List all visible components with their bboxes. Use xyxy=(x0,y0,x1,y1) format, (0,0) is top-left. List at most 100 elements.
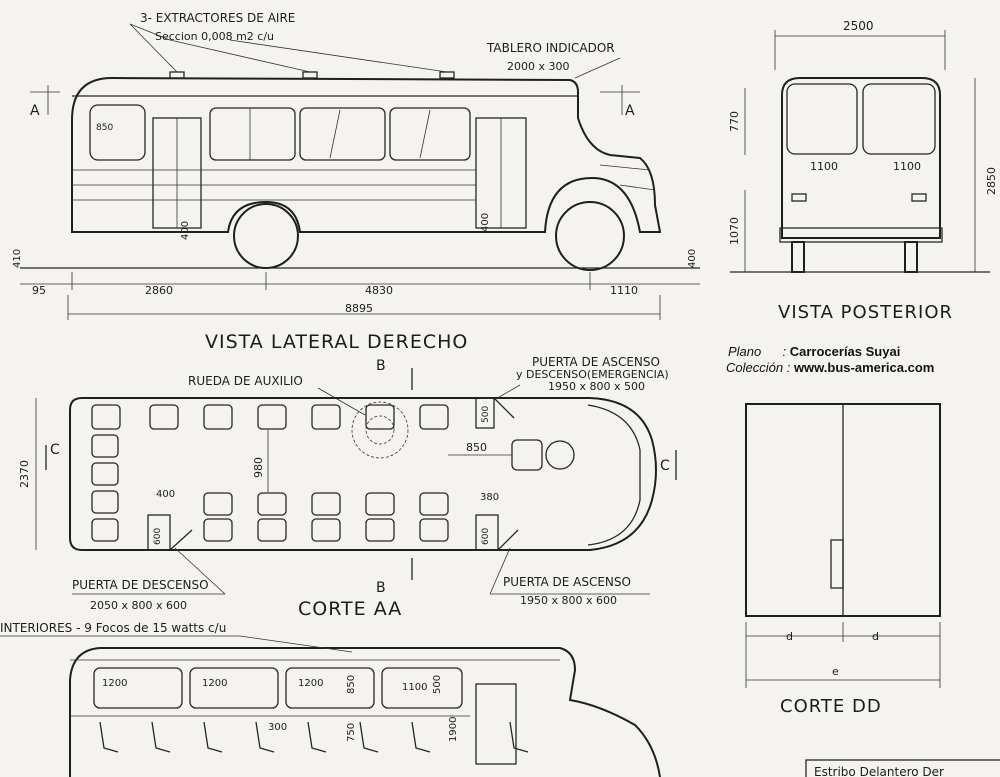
leader-line xyxy=(174,547,226,595)
steering-wheel xyxy=(545,440,575,470)
side-window-2 xyxy=(209,107,296,161)
seat xyxy=(149,404,179,430)
dim-2850: 2850 xyxy=(985,167,998,195)
dim-1900: 1900 xyxy=(448,717,459,742)
emergency-door-plan xyxy=(475,397,495,429)
rear-window-left xyxy=(786,83,858,155)
spare-wheel-hub xyxy=(365,415,395,445)
leader-line xyxy=(574,57,621,79)
door-swing xyxy=(497,529,519,551)
driver-seat xyxy=(511,439,543,471)
side-window-1 xyxy=(89,104,146,161)
seat xyxy=(365,518,395,542)
coleccion-label: Colección : xyxy=(726,360,791,375)
leader-line xyxy=(489,547,511,595)
dim-95: 95 xyxy=(32,284,46,297)
label-emergencia-3: 1950 x 800 x 500 xyxy=(548,380,645,393)
rear-view-title: VISTA POSTERIOR xyxy=(778,302,953,323)
dim-2500: 2500 xyxy=(843,19,874,33)
leader-line xyxy=(493,384,521,401)
seat xyxy=(257,492,287,516)
front-door-plan xyxy=(475,514,499,551)
seat xyxy=(91,518,119,542)
side-view-title: VISTA LATERAL DERECHO xyxy=(205,331,468,353)
rear-door-plan xyxy=(147,514,171,551)
dim-980: 980 xyxy=(252,457,265,478)
credit-coleccion: Colección : www.bus-america.com xyxy=(726,360,934,375)
plan-view: RUEDA DE AUXILIO PUERTA DE ASCENSO y DES… xyxy=(18,355,677,620)
extractor-vent xyxy=(169,71,185,79)
interior-seat xyxy=(255,721,275,753)
coleccion-link[interactable]: www.bus-america.com xyxy=(793,360,935,375)
interior-window-4 xyxy=(381,667,463,709)
dim-850-interior: 850 xyxy=(346,675,357,694)
window-divider xyxy=(329,109,341,159)
label-puerta-ascenso: PUERTA DE ASCENSO xyxy=(503,575,631,589)
label-estribo: Estribo Delantero Der xyxy=(814,765,944,777)
seat xyxy=(365,404,395,430)
interior-seat xyxy=(307,721,327,753)
corte-dd: d d e CORTE DD xyxy=(745,403,941,717)
seat xyxy=(311,518,341,542)
label-focos: INTERIORES - 9 Focos de 15 watts c/u xyxy=(0,621,226,635)
label-descenso-size: 2050 x 800 x 600 xyxy=(90,599,187,612)
rear-bumper xyxy=(779,227,943,243)
spare-wheel xyxy=(351,401,409,459)
dim-1100-left: 1100 xyxy=(810,160,838,173)
rear-light-right xyxy=(911,193,927,202)
dim-850-plan: 850 xyxy=(466,441,487,454)
interior-view: INTERIORES - 9 Focos de 15 watts c/u 120… xyxy=(0,621,661,777)
side-body-outline xyxy=(71,76,662,233)
leader-line xyxy=(129,23,178,73)
window-divider xyxy=(419,109,431,159)
dim-d-left: d xyxy=(786,630,793,643)
label-emergencia-1: PUERTA DE ASCENSO xyxy=(532,355,660,369)
seat xyxy=(203,404,233,430)
label-tablero-size: 2000 x 300 xyxy=(507,60,570,73)
side-window-4 xyxy=(389,107,471,161)
door-swing xyxy=(493,397,515,419)
plano-value: Carrocerías Suyai xyxy=(789,344,901,359)
footer-note: Estribo Delantero Der xyxy=(805,759,1000,777)
seat xyxy=(203,492,233,516)
seat xyxy=(203,518,233,542)
label-seccion: Seccion 0,008 m2 c/u xyxy=(155,30,274,43)
dim-770: 770 xyxy=(728,111,741,132)
seat xyxy=(311,492,341,516)
dim-410: 410 xyxy=(12,249,23,268)
rear-wheel-right xyxy=(904,241,918,273)
seat xyxy=(257,404,287,430)
dim-d-right: d xyxy=(872,630,879,643)
interior-seat xyxy=(359,721,379,753)
dim-380: 380 xyxy=(480,492,499,503)
plano-label: Plano xyxy=(728,344,762,359)
dim-600-rear: 600 xyxy=(153,528,163,545)
rear-window-right xyxy=(862,83,936,155)
leader-line xyxy=(129,23,171,41)
seat xyxy=(311,404,341,430)
section-c-right: C xyxy=(660,458,670,474)
rear-wheel-left xyxy=(791,241,805,273)
dim-1070: 1070 xyxy=(728,217,741,245)
dim-2860: 2860 xyxy=(145,284,173,297)
door-swing xyxy=(169,529,193,551)
leader-line xyxy=(239,635,353,653)
dim-400-plan: 400 xyxy=(156,489,175,500)
interior-door xyxy=(475,683,517,765)
interior-seat xyxy=(151,721,171,753)
seat xyxy=(419,404,449,430)
dim-1200-c: 1200 xyxy=(298,678,323,689)
dim-500-interior: 500 xyxy=(432,675,443,694)
plan-view-title: CORTE AA xyxy=(298,598,402,620)
label-puerta-descenso: PUERTA DE DESCENSO xyxy=(72,578,209,592)
dim-1200-b: 1200 xyxy=(202,678,227,689)
seat xyxy=(419,492,449,516)
dim-750: 750 xyxy=(346,723,357,742)
label-ascenso-size: 1950 x 800 x 600 xyxy=(520,594,617,607)
dim-8895: 8895 xyxy=(345,302,373,315)
rear-view: 2500 770 1070 2850 1100 1100 VISTA POSTE… xyxy=(728,19,998,323)
leader-line xyxy=(317,387,366,416)
extractor-vent xyxy=(302,71,318,79)
credit-plano: Plano : Carrocerías Suyai xyxy=(728,344,901,359)
